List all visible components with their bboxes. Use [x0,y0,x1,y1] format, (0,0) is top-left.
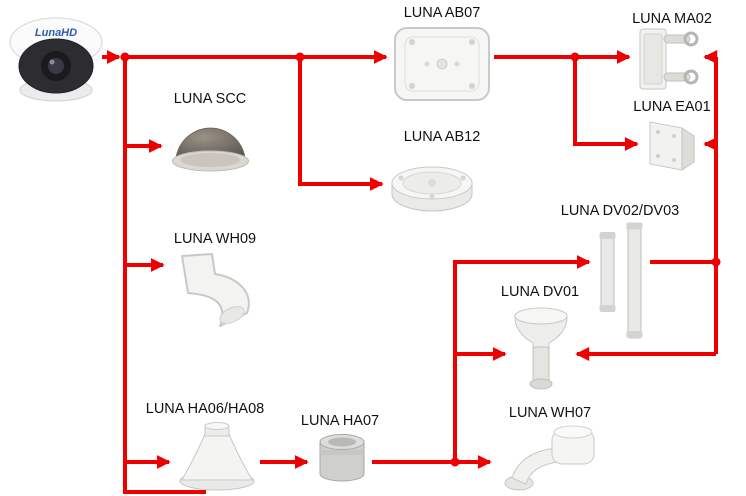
square-junction-box-illustration [394,27,490,101]
product-image-ea01 [644,116,700,176]
wire-to-ab12 [298,57,384,191]
smoked-dome-cover-illustration [172,127,249,172]
junction-dot [295,52,305,62]
product-image-ab12 [388,150,476,216]
junction-dot [120,52,130,62]
camera-image: LunaHD [4,8,104,108]
product-image-dv02dv03 [596,222,648,342]
camera-brand-logo: LunaHD [35,27,77,39]
product-image-dv01 [512,305,570,391]
pole-mount-bracket-illustration [639,28,699,90]
product-label-ha07: LUNA HA07 [300,413,380,429]
junction-dot [711,257,721,267]
product-image-scc [168,112,253,178]
product-label-dv01: LUNA DV01 [500,284,580,300]
wire-right-rail [650,57,718,354]
camera-lens-glint [49,59,55,65]
wire-to-dv02dv03 [453,255,591,462]
product-image-ma02 [636,26,700,92]
product-label-ma02: LUNA MA02 [632,11,712,27]
product-image-ha06ha08 [176,422,258,492]
extension-poles-illustration [599,222,643,339]
product-image-ha07 [314,430,370,488]
wire-trunk-bottom-cropped [123,462,206,494]
product-label-wh07: LUNA WH07 [508,405,592,421]
product-label-ha06ha08: LUNA HA06/HA08 [145,401,265,417]
wall-bracket-illustration [181,253,250,327]
cone-adapter-illustration [179,422,255,491]
junction-dot [450,457,460,467]
product-image-wh09 [170,250,262,330]
corner-mount-bracket-illustration [649,121,695,171]
product-label-wh09: LUNA WH09 [173,231,257,247]
product-label-dv02dv03: LUNA DV02/DV03 [560,203,680,219]
wall-mount-arm-illustration [504,425,595,491]
product-label-ea01: LUNA EA01 [633,99,711,115]
pendant-cap-illustration [514,307,568,390]
cylinder-adapter-illustration [319,434,365,482]
product-label-ab07: LUNA AB07 [403,5,481,21]
round-junction-box-illustration [391,166,473,212]
dome-camera-illustration: LunaHD [9,17,103,102]
wire-to-ea01 [573,57,639,151]
product-image-wh07 [498,420,600,494]
product-label-scc: LUNA SCC [173,91,247,107]
product-image-ab07 [392,24,492,104]
junction-dot [570,52,580,62]
product-label-ab12: LUNA AB12 [403,129,481,145]
